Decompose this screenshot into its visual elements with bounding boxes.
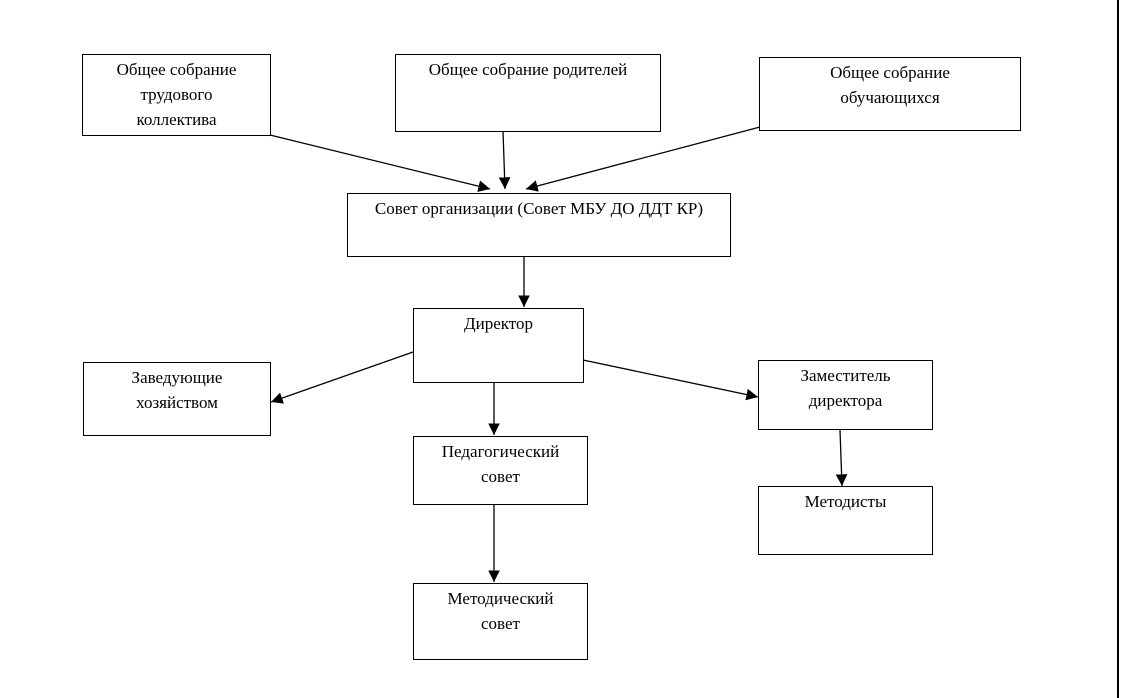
general-parents-meeting-label: Общее собрание родителей: [428, 60, 628, 79]
methodical-council-label: Методический совет: [447, 589, 554, 633]
organization-council-box: Совет организации (Совет МБУ ДО ДДТ КР): [347, 193, 731, 257]
household-heads-label: Заведующие хозяйством: [131, 368, 223, 412]
director-box: Директор: [413, 308, 584, 383]
organization-council-label: Совет организации (Совет МБУ ДО ДДТ КР): [374, 199, 704, 218]
pedagogical-council-box: Педагогический совет: [413, 436, 588, 505]
general-parents-meeting-box: Общее собрание родителей: [395, 54, 661, 132]
arrow-staff-to-council: [269, 134, 491, 192]
deputy-director-box: Заместитель директора: [758, 360, 933, 430]
arrow-director-to-household: [270, 351, 414, 404]
general-students-meeting-label: Общее собрание обучающихся: [830, 63, 950, 107]
arrow-students-to-council: [525, 126, 761, 192]
methodologists-box: Методисты: [758, 486, 933, 555]
methodologists-label: Методисты: [804, 492, 887, 511]
deputy-director-label: Заместитель директора: [800, 366, 891, 410]
pedagogical-council-label: Педагогический совет: [441, 442, 560, 486]
arrow-deputy-to-methodologists: [835, 429, 848, 487]
general-staff-meeting-label: Общее собрание трудового коллектива: [116, 60, 237, 129]
page-border: [1117, 0, 1119, 698]
arrow-director-to-deputy: [582, 359, 759, 401]
household-heads-box: Заведующие хозяйством: [83, 362, 271, 436]
arrow-parents-to-council: [498, 130, 511, 190]
general-students-meeting-box: Общее собрание обучающихся: [759, 57, 1021, 131]
director-label: Директор: [464, 314, 533, 333]
general-staff-meeting-box: Общее собрание трудового коллектива: [82, 54, 271, 136]
methodical-council-box: Методический совет: [413, 583, 588, 660]
